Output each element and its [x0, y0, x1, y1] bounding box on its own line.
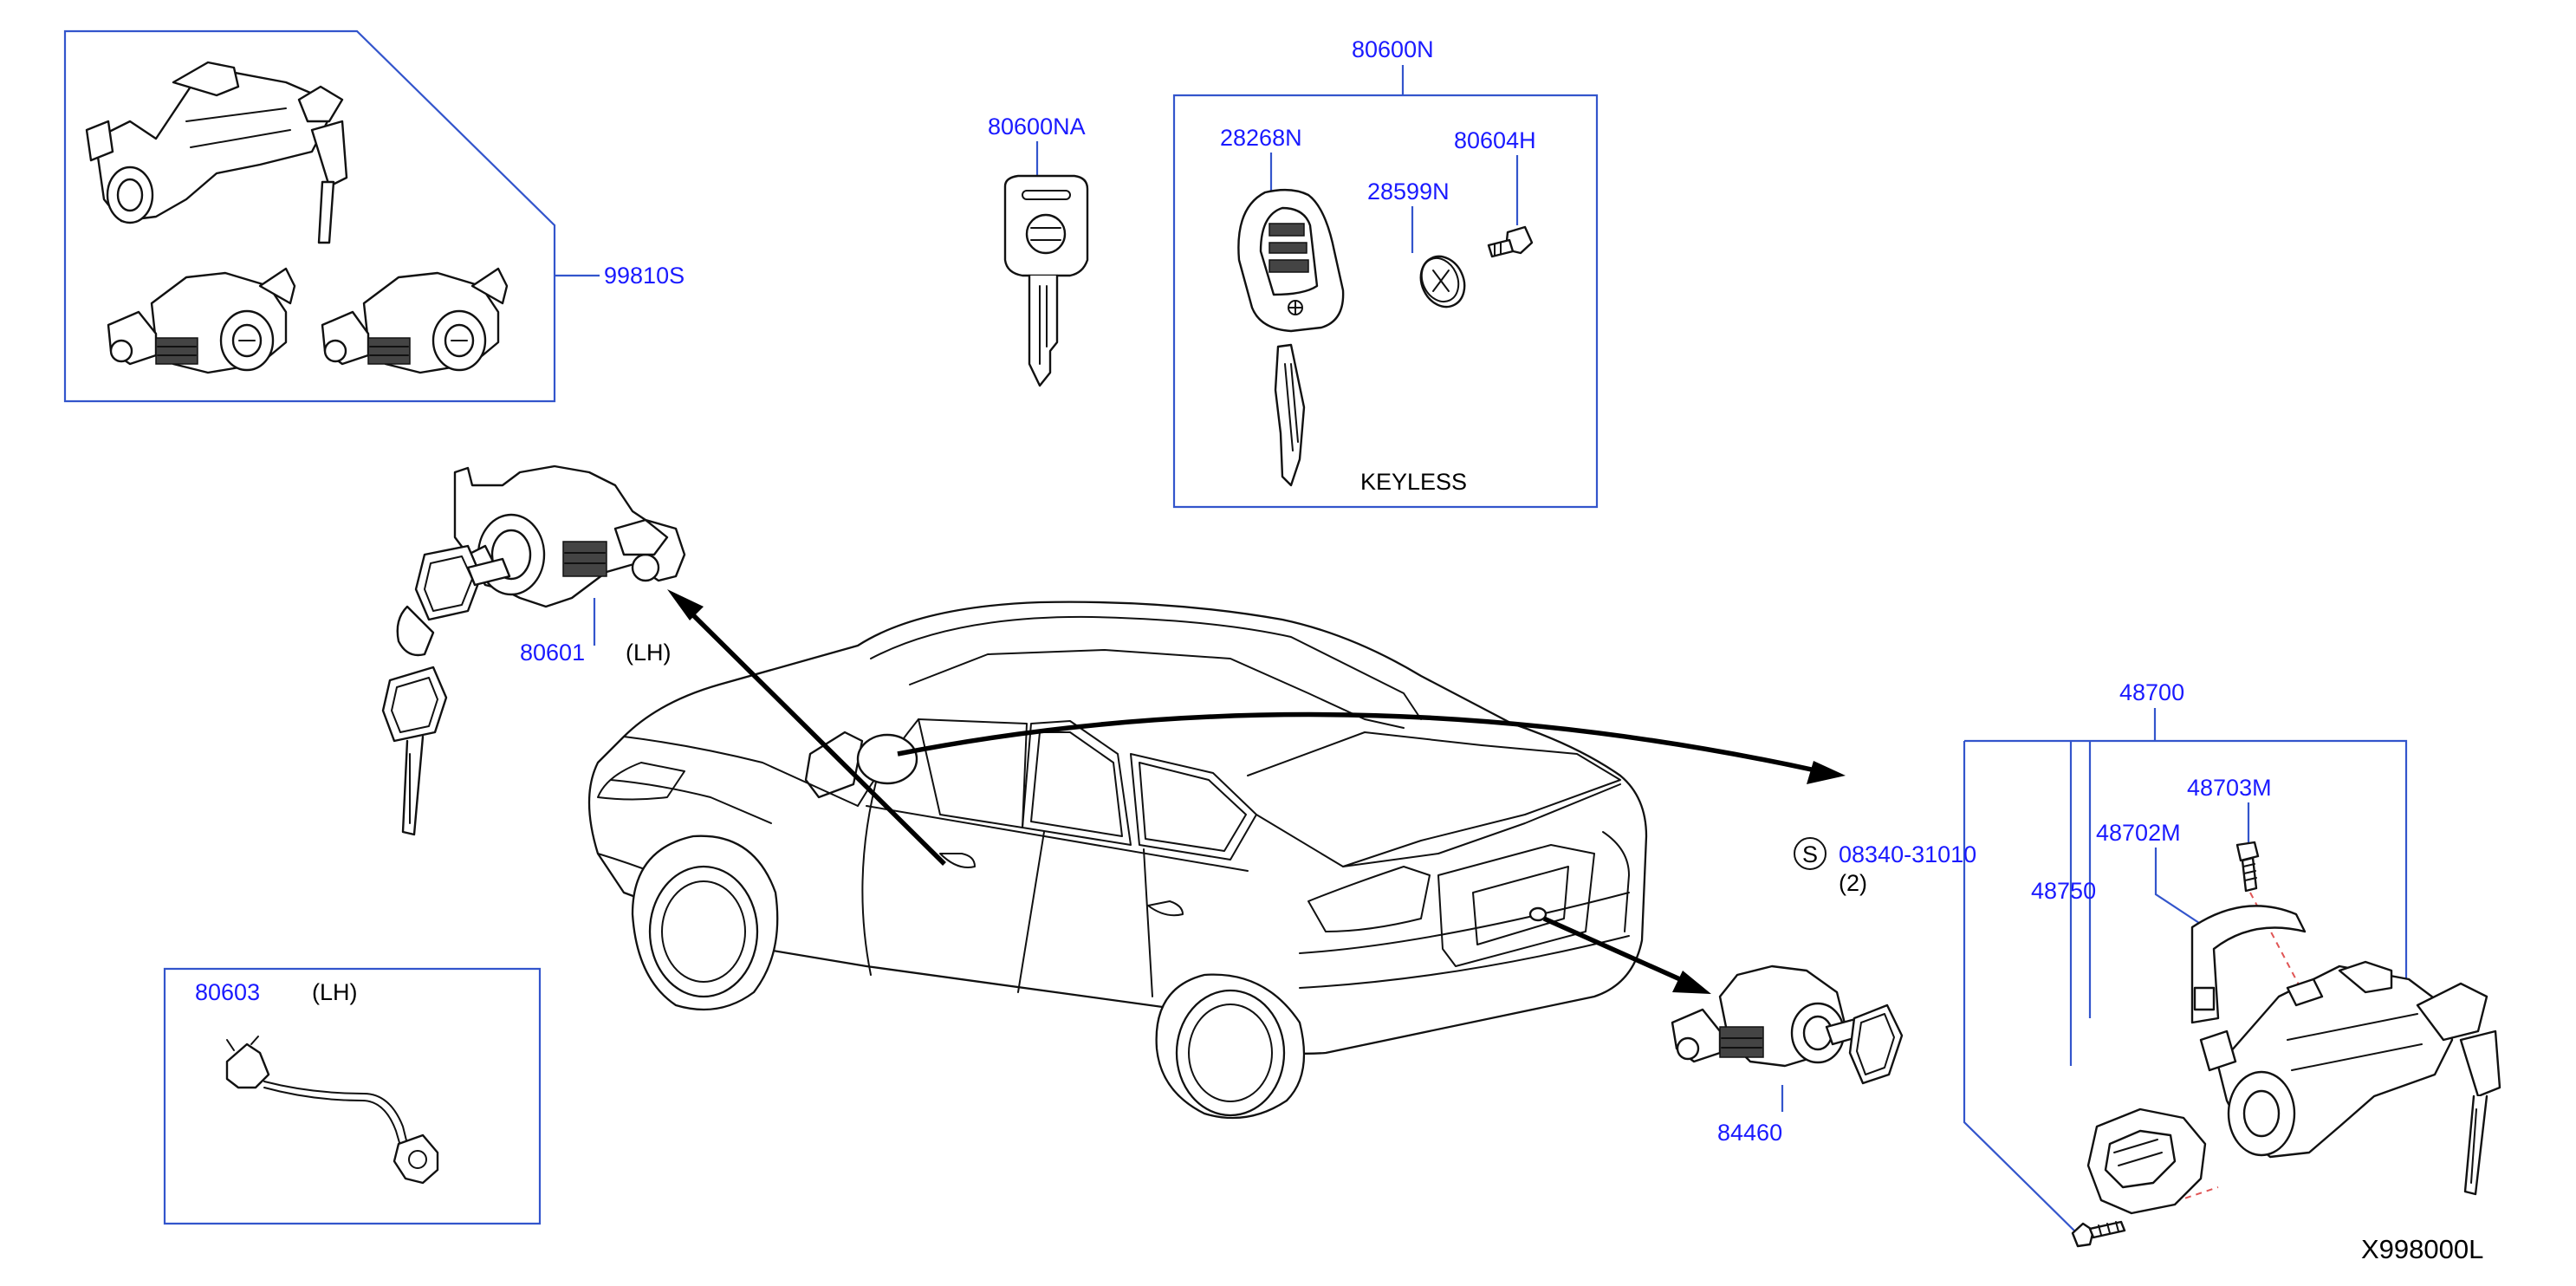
kit-door-cylinder-right-drawing — [321, 267, 509, 374]
diagram-id: X998000L — [2361, 1234, 2483, 1264]
kit-ignition-cylinder-drawing — [85, 61, 348, 244]
trunk-cylinder-group: 84460 — [1671, 964, 1904, 1146]
steering-lock-group: 48700 S 08340-31010 (2) 48703M 48702M 48… — [1794, 679, 2501, 1248]
door-rod-side-label: (LH) — [312, 979, 358, 1005]
part-number-80601[interactable]: 80601 — [520, 640, 585, 666]
bolt-quantity-label: (2) — [1839, 870, 1867, 896]
door-cylinder-side-label: (LH) — [626, 640, 672, 666]
door-rod-drawing — [225, 1036, 439, 1185]
door-cylinder-drawing — [453, 464, 686, 608]
arrow-door-to-cylinder — [678, 601, 946, 866]
part-number-48702M[interactable]: 48702M — [2096, 820, 2181, 846]
keyless-label: KEYLESS — [1360, 469, 1467, 495]
keyless-box-80600N: 80600N 28268N 28599N 80604H — [1172, 36, 1599, 509]
part-number-08340-31010[interactable]: 08340-31010 — [1839, 841, 1976, 867]
car-body-drawing — [587, 601, 1648, 1120]
steering-lock-bolt-drawing — [2235, 841, 2260, 893]
steering-lock-bracket-lines — [1963, 708, 2408, 1238]
bolt-symbol-label: S — [1802, 841, 1818, 867]
part-number-80600N[interactable]: 80600N — [1352, 36, 1434, 62]
arrow-trunk-to-cylinder — [1542, 916, 1691, 986]
screw-drawing — [1487, 225, 1534, 258]
steering-lock-body-drawing — [2199, 960, 2501, 1196]
steering-lock-cover-drawing — [2086, 1107, 2207, 1215]
part-number-80600NA[interactable]: 80600NA — [988, 114, 1086, 140]
door-cylinder-group: 80601 (LH) — [381, 464, 686, 836]
trunk-cylinder-drawing — [1671, 964, 1904, 1085]
keyless-remote-drawing — [1237, 188, 1345, 333]
steering-lock-bracket-drawing — [2190, 905, 2307, 1024]
key-blade-drawing — [1274, 343, 1306, 487]
bolt-symbol-circle — [1794, 837, 1827, 870]
part-number-99810S[interactable]: 99810S — [604, 263, 685, 289]
steering-lock-screw-drawing — [2071, 1220, 2126, 1248]
part-number-28599N[interactable]: 28599N — [1367, 179, 1450, 205]
kit-box-99810S: 99810S — [63, 29, 685, 403]
arrow-fuel-to-steering-lock — [897, 711, 1820, 774]
key-blank-drawing — [1003, 174, 1089, 387]
battery-drawing — [1419, 255, 1466, 309]
part-number-48703M[interactable]: 48703M — [2187, 775, 2272, 801]
part-number-84460[interactable]: 84460 — [1717, 1120, 1782, 1146]
kit-door-cylinder-left-drawing — [107, 267, 296, 374]
key-blank-group: 80600NA — [988, 114, 1089, 387]
callout-arrows — [667, 589, 1846, 994]
part-number-48750[interactable]: 48750 — [2031, 878, 2096, 904]
part-number-28268N[interactable]: 28268N — [1220, 125, 1302, 151]
part-number-48700[interactable]: 48700 — [2119, 679, 2184, 705]
part-number-80604H[interactable]: 80604H — [1454, 127, 1536, 153]
part-number-80603[interactable]: 80603 — [195, 979, 260, 1005]
door-cylinder-key-drawing — [381, 544, 511, 836]
door-rod-box: 80603 (LH) — [163, 967, 542, 1225]
